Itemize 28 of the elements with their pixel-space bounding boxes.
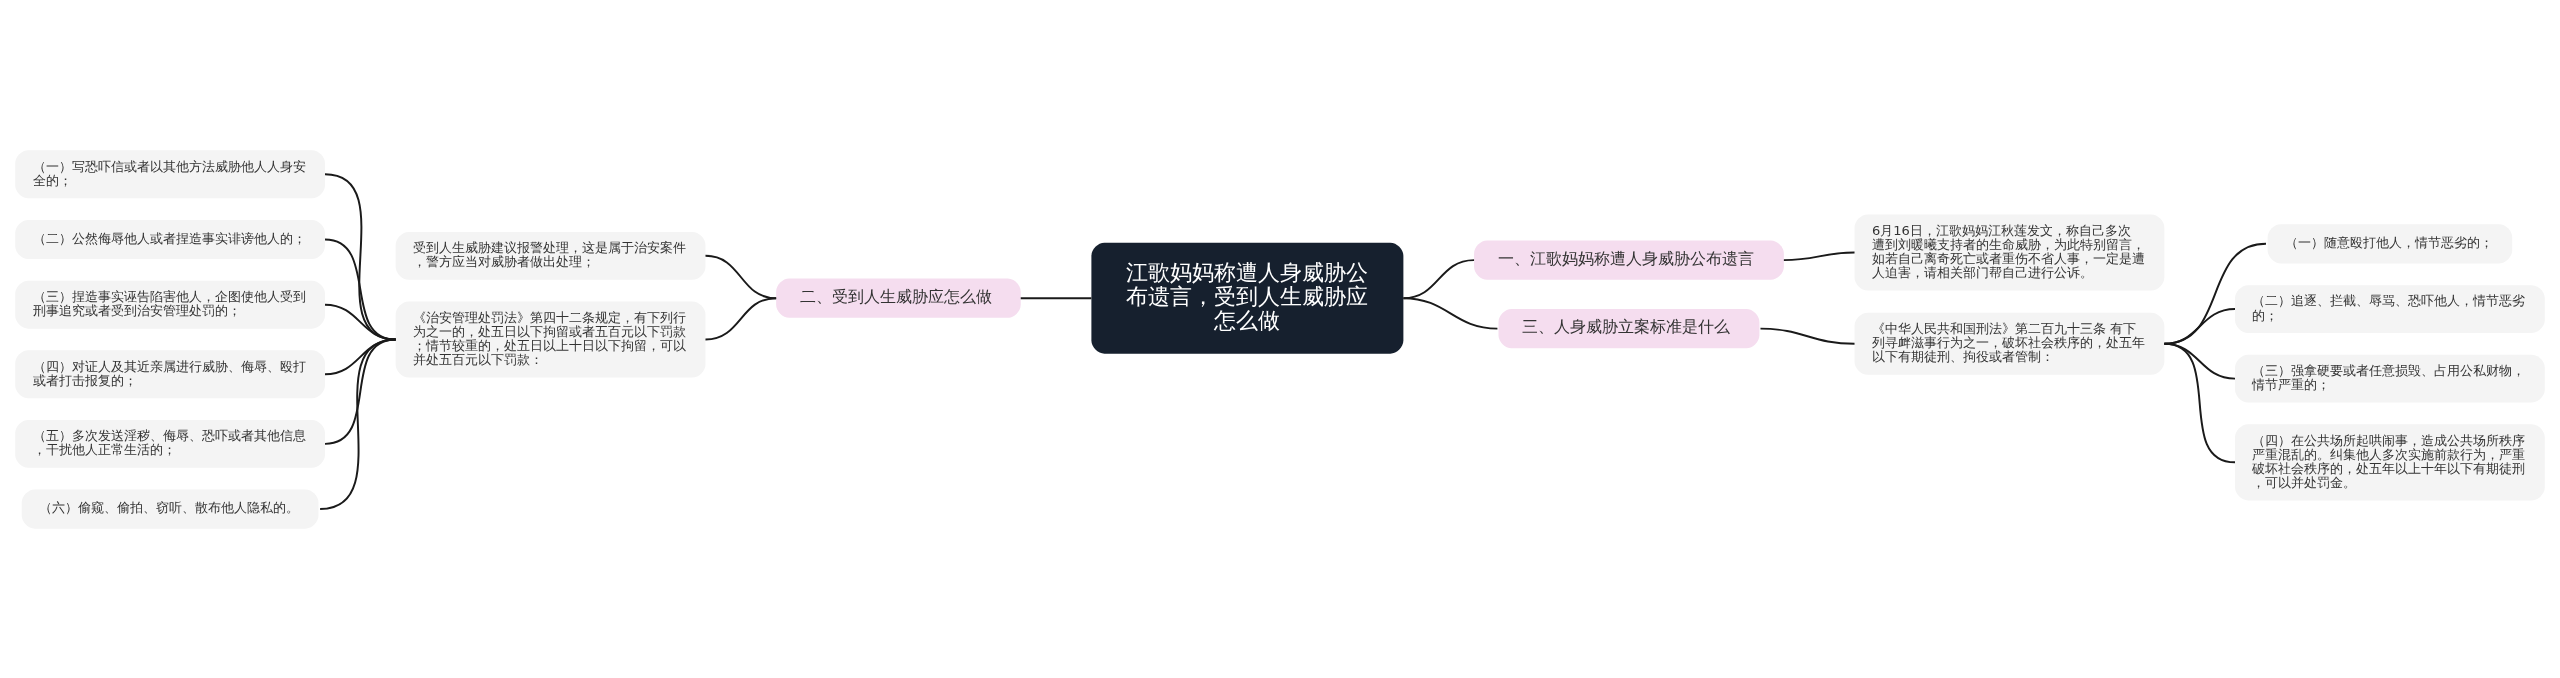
node-box: 江歌妈妈称遭人身威胁公布遗言，受到人生威胁应怎么做 <box>1091 242 1404 354</box>
node-box: （五）多次发送淫秽、侮辱、恐吓或者其他信息，干扰他人正常生活的； <box>15 419 325 468</box>
node-box: 二、受到人生威胁应怎么做 <box>776 278 1021 318</box>
connector <box>704 296 778 340</box>
connector <box>324 303 397 340</box>
node-box: （四）对证人及其近亲属进行威胁、侮辱、殴打或者打击报复的； <box>15 349 325 398</box>
connector <box>1019 296 1093 299</box>
connector <box>1402 296 1499 330</box>
node-box: （六）偷窥、偷拍、窃听、散布他人隐私的。 <box>21 489 319 529</box>
node-box: （三）捏造事实诬告陷害他人，企图使他人受到刑事追究或者受到治安管理处罚的； <box>15 280 325 329</box>
connector <box>324 238 397 340</box>
node-box: 6月16日，江歌妈妈江秋莲发文，称自己多次遭到刘暖曦支持者的生命威胁，为此特别留言，如若自己离奇死亡或者重伤不省人事，一定是遭人迫害，请相关部门帮自己进行公诉。 <box>1854 214 2165 291</box>
node-box: （一）写恐吓信或者以其他方法威胁他人人身安全的； <box>15 149 325 198</box>
node-box: 受到人生威胁建议报警处理，这是属于治安案件，警方应当对威胁者做出处理； <box>395 231 706 280</box>
connector <box>1782 251 1856 261</box>
connector <box>324 172 397 340</box>
node-box: （四）在公共场所起哄闹事，造成公共场所秩序严重混乱的。纠集他人多次实施前款行为，严重破坏社会秩序的，处五年以上十年以下有期徒刑，可以并处罚金。 <box>2235 423 2545 500</box>
connector <box>319 338 397 510</box>
node-box: 三、人身威胁立案标准是什么 <box>1498 308 1760 348</box>
node-box: 《治安管理处罚法》第四十二条规定，有下列行为之一的，处五日以下拘留或者五百元以下罚款；情节较重的，处五日以上十日以下拘留，可以并处五百元以下罚款： <box>395 300 706 378</box>
connector <box>1759 327 1856 345</box>
node-box: （二）公然侮辱他人或者捏造事实诽谤他人的； <box>15 219 325 259</box>
node-box: （一）随意殴打他人，情节恶劣的； <box>2267 223 2513 263</box>
connector <box>2163 342 2236 463</box>
node-box: 一、江歌妈妈称遭人身威胁公布遗言 <box>1474 240 1784 280</box>
node-box: 《中华人民共和国刑法》第二百九十三条 有下列寻衅滋事行为之一，破坏社会秩序的，处五年以下有期徒刑、拘役或者管制： <box>1854 312 2165 375</box>
node-box: （三）强拿硬要或者任意损毁、占用公私财物，情节严重的； <box>2235 354 2545 403</box>
node-box: （二）追逐、拦截、辱骂、恐吓他人，情节恶劣的； <box>2235 284 2545 333</box>
